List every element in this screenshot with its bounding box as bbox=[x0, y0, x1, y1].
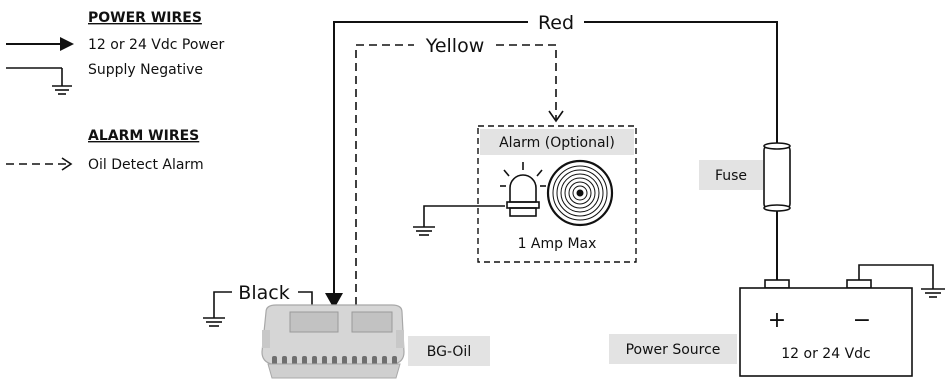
battery-plus: + bbox=[768, 308, 786, 333]
legend-power-line2: Supply Negative bbox=[88, 62, 203, 78]
alarm-title: Alarm (Optional) bbox=[499, 135, 615, 151]
legend: POWER WIRES 12 or 24 Vdc Power Supply Ne… bbox=[6, 10, 224, 173]
yellow-wire-label: Yellow bbox=[425, 35, 485, 57]
legend-alarm-line1: Oil Detect Alarm bbox=[88, 157, 204, 173]
red-wire-label: Red bbox=[538, 12, 574, 34]
alarm-rating: 1 Amp Max bbox=[518, 236, 597, 252]
ground-icon bbox=[203, 317, 225, 327]
black-wire-label: Black bbox=[238, 282, 289, 304]
ground-icon bbox=[413, 226, 435, 236]
power-source-label: Power Source bbox=[626, 342, 721, 358]
alarm-title-bg bbox=[480, 129, 634, 155]
alarm-ground-wire bbox=[423, 205, 505, 227]
battery-body bbox=[739, 287, 913, 377]
battery-negative-terminal bbox=[846, 279, 872, 289]
fuse-label-bg bbox=[699, 160, 763, 190]
fuse-label: Fuse bbox=[715, 168, 747, 184]
red-wire bbox=[333, 21, 778, 295]
siren-icon bbox=[546, 159, 614, 227]
yellow-wire bbox=[355, 44, 557, 305]
power-source-label-bg bbox=[609, 334, 737, 364]
battery-positive-terminal bbox=[764, 279, 790, 289]
battery-minus: − bbox=[853, 308, 871, 333]
arrow-icon bbox=[548, 110, 564, 123]
battery-voltage: 12 or 24 Vdc bbox=[781, 346, 870, 362]
arrow-icon bbox=[60, 37, 74, 51]
legend-power-line1: 12 or 24 Vdc Power bbox=[88, 37, 224, 53]
bg-oil-device bbox=[261, 304, 405, 379]
arrow-icon bbox=[61, 157, 73, 171]
alarm-group: Alarm (Optional) 1 Amp Max bbox=[477, 125, 637, 263]
battery-group: + − 12 or 24 Vdc Power Source bbox=[609, 279, 913, 377]
bg-oil-label-bg bbox=[408, 336, 490, 366]
ground-icon bbox=[52, 68, 72, 95]
light-bulb-icon bbox=[500, 162, 546, 217]
fuse-group: Fuse bbox=[699, 142, 791, 281]
ground-icon bbox=[921, 288, 945, 298]
battery-ground-wire bbox=[858, 264, 934, 289]
arrow-icon bbox=[325, 293, 343, 309]
legend-alarm-title: ALARM WIRES bbox=[88, 128, 199, 144]
fuse-icon bbox=[763, 142, 791, 212]
bg-oil-label: BG-Oil bbox=[427, 344, 471, 360]
legend-power-title: POWER WIRES bbox=[88, 10, 202, 26]
